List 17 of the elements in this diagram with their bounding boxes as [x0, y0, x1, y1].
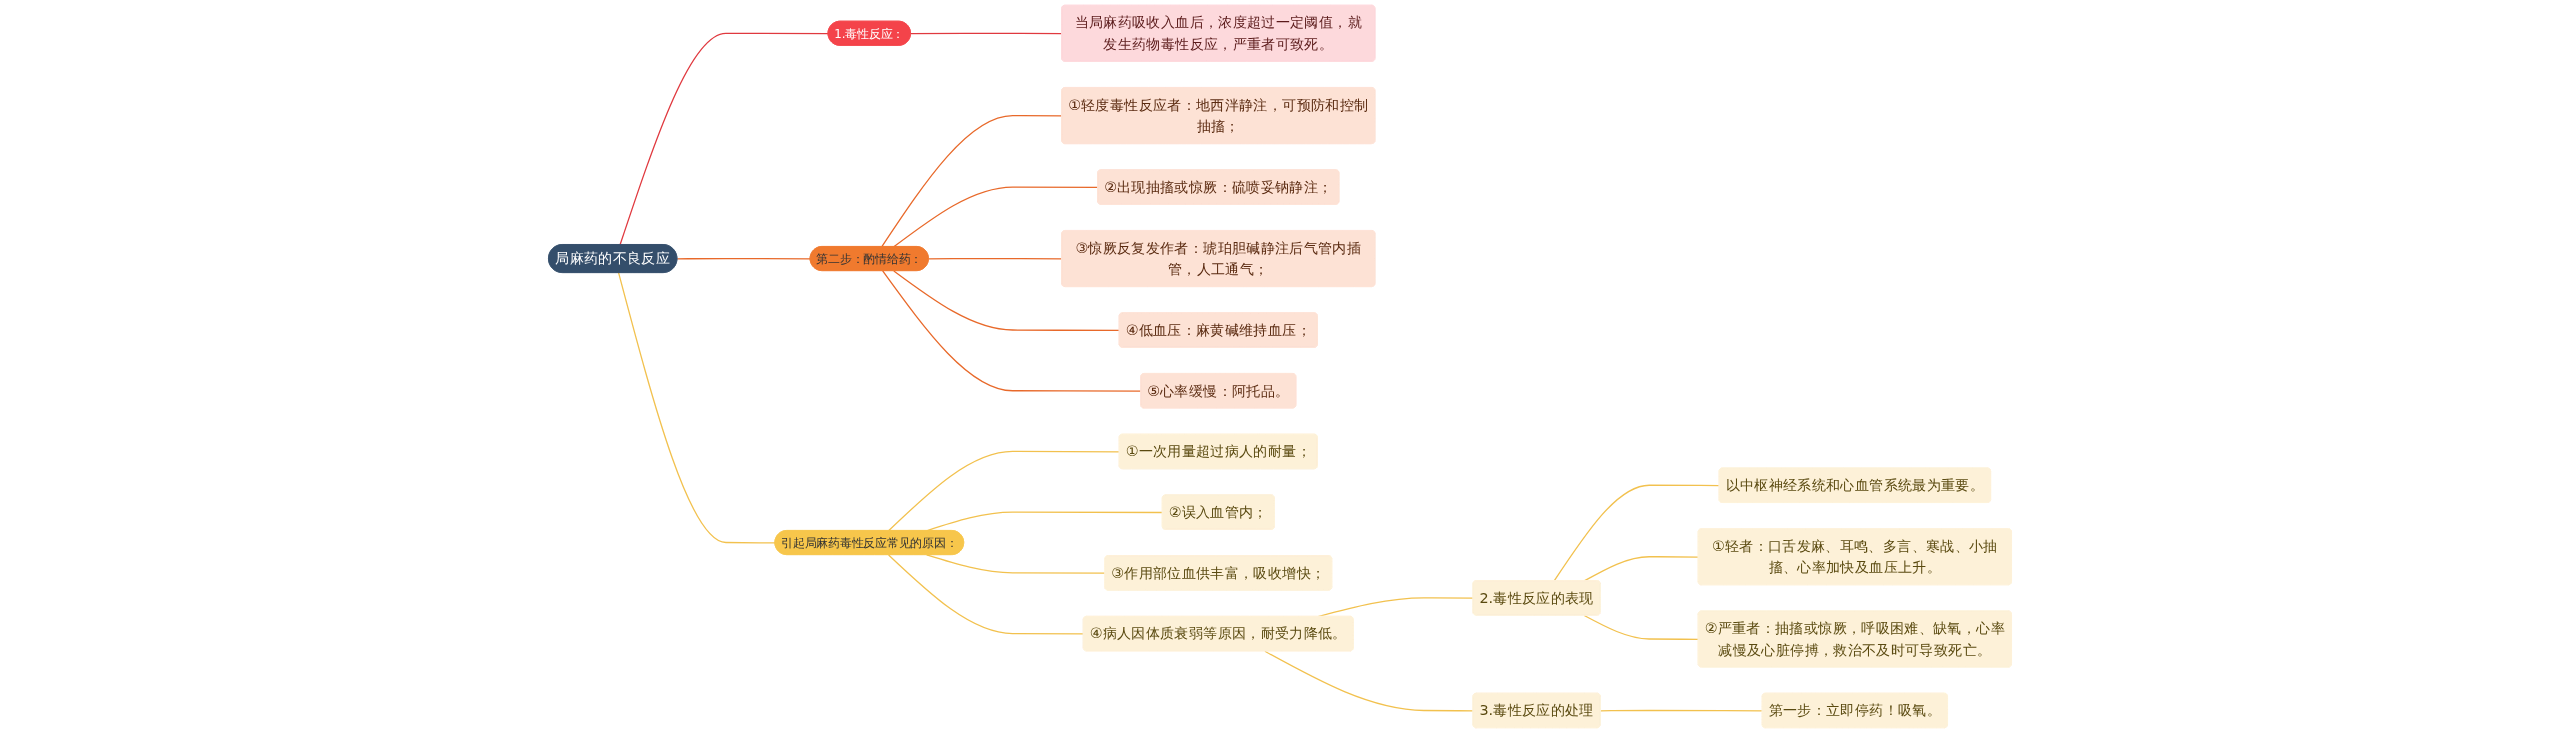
- connector: [887, 554, 1085, 635]
- connector: [619, 32, 829, 246]
- connector: [928, 257, 1063, 260]
- connector: [1583, 614, 1700, 640]
- connector: [617, 272, 776, 544]
- connector: [910, 32, 1063, 35]
- connector: [887, 450, 1121, 532]
- connector: [893, 186, 1099, 248]
- connector: [882, 270, 1142, 392]
- connector: [881, 114, 1063, 248]
- connector: [1599, 709, 1764, 712]
- connector: [1583, 556, 1700, 582]
- connector: [893, 270, 1121, 331]
- connector: [925, 554, 1106, 574]
- connector: [1264, 650, 1474, 712]
- connector: [676, 257, 812, 260]
- connector: [1553, 484, 1720, 582]
